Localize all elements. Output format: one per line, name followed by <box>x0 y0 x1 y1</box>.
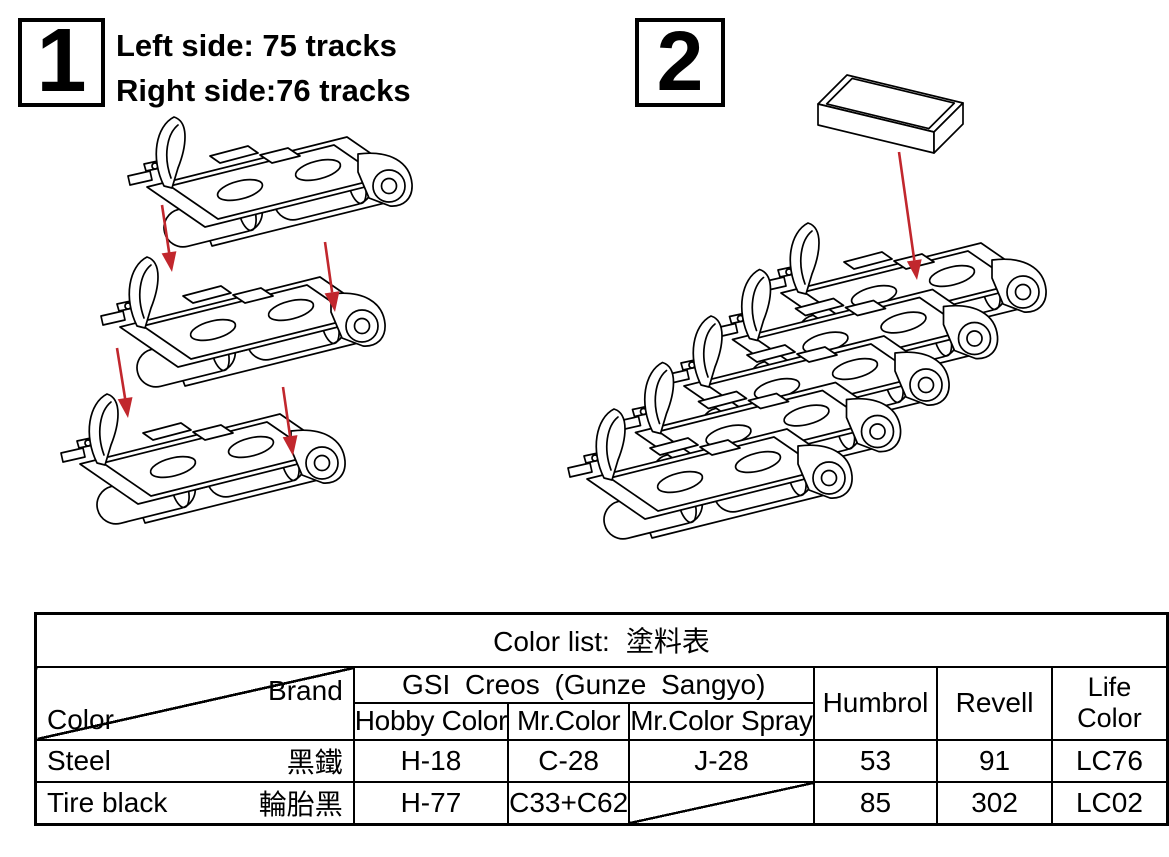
color-label: Color <box>47 703 114 735</box>
color-name-zh: 黑鐵 <box>286 746 343 778</box>
assembly-arrow <box>323 241 340 312</box>
table-title-en: Color list: <box>493 626 610 658</box>
step2-number: 2 <box>656 13 704 108</box>
step1-note: Left side: 75 tracks Right side:76 track… <box>116 23 411 113</box>
cell-mr-color-spray-empty <box>628 780 815 825</box>
life-color-line1: Life <box>1087 672 1132 702</box>
step2-assembly-diagram <box>567 74 1047 544</box>
col-mr-color-spray: Mr.Color Spray <box>628 701 815 741</box>
assembly-arrow <box>160 204 177 272</box>
cell-hobby-color: H-18 <box>352 738 510 783</box>
col-hobby-color: Hobby Color <box>352 701 510 741</box>
step1-marker: 1 <box>18 10 105 111</box>
assembly-arrow <box>115 347 133 418</box>
track-link <box>127 116 413 252</box>
col-mr-color: Mr.Color <box>507 701 631 741</box>
step1-note-line1: Left side: 75 tracks <box>116 28 397 63</box>
cell-revell: 91 <box>936 738 1053 783</box>
col-life-color: Life Color <box>1050 665 1169 741</box>
col-humbrol: Humbrol <box>812 665 939 741</box>
gsi-group-header: GSI Creos (Gunze Sangyo) <box>352 665 815 704</box>
cell-revell: 302 <box>936 780 1053 825</box>
step1-note-line2: Right side:76 tracks <box>116 73 411 108</box>
cell-color-name: Tire black 輪胎黑 <box>34 780 355 825</box>
cell-mr-color: C33+C62 <box>507 780 631 825</box>
table-title-zh: 塗料表 <box>625 626 710 658</box>
assembly-arrow <box>897 151 922 280</box>
assembly-arrow <box>281 386 298 456</box>
step2-marker: 2 <box>635 18 725 107</box>
table-row: Steel 黑鐵 H-18 C-28 J-28 53 91 LC76 <box>34 738 1169 783</box>
step1-assembly-diagram <box>60 116 413 529</box>
color-name-zh: 輪胎黑 <box>258 788 343 820</box>
life-color-line2: Color <box>1077 703 1142 733</box>
cell-hobby-color: H-77 <box>352 780 510 825</box>
step1-number: 1 <box>36 10 87 111</box>
color-name-en: Steel <box>47 744 111 776</box>
corner-cell: Brand Color <box>34 665 355 741</box>
brand-label: Brand <box>268 674 343 706</box>
cell-mr-color: C-28 <box>507 738 631 783</box>
col-revell: Revell <box>936 665 1053 741</box>
cell-humbrol: 53 <box>812 738 939 783</box>
cell-humbrol: 85 <box>812 780 939 825</box>
color-table: Color list: 塗料表 Brand Color GSI Creos (Gu… <box>34 612 1169 826</box>
track-link <box>100 256 386 392</box>
cell-life-color: LC02 <box>1050 780 1169 825</box>
cell-life-color: LC76 <box>1050 738 1169 783</box>
cell-color-name: Steel 黑鐵 <box>34 738 355 783</box>
track-link <box>60 393 346 529</box>
table-title: Color list: 塗料表 <box>34 612 1169 668</box>
weight-block <box>817 74 964 154</box>
cell-mr-color-spray: J-28 <box>628 738 815 783</box>
color-name-en: Tire black <box>47 786 168 818</box>
table-row: Tire black 輪胎黑 H-77 C33+C62 85 302 LC02 <box>34 780 1169 825</box>
